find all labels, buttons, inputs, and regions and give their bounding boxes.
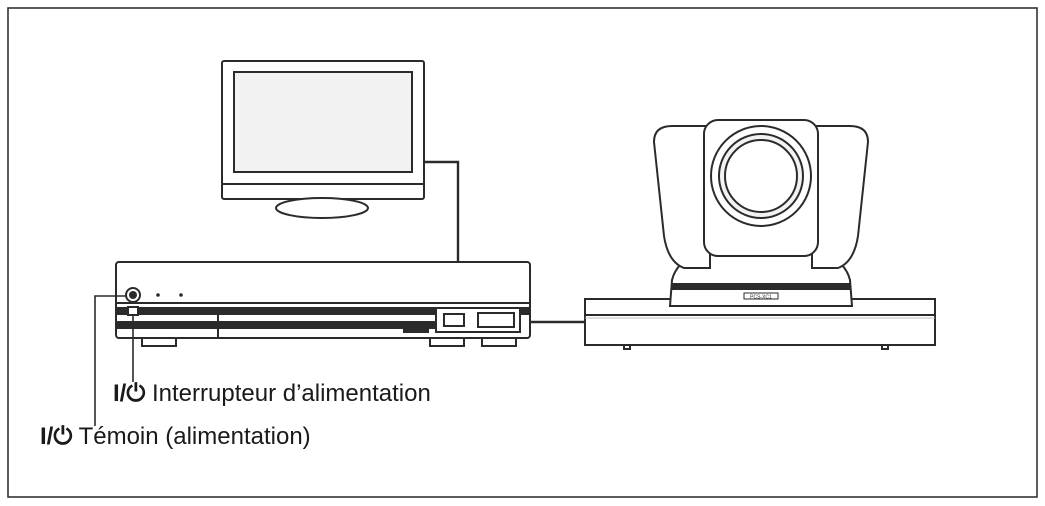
- monitor: [221, 60, 425, 219]
- codec-led-1: [156, 293, 160, 297]
- leader-power-indicator: [94, 295, 126, 426]
- codec-body: [115, 261, 531, 339]
- monitor-cable: [424, 160, 460, 262]
- monitor-stand: [275, 197, 369, 219]
- codec-power-indicator: [127, 306, 139, 316]
- camera-model-text: PCS-XC1: [750, 295, 772, 301]
- codec-port-1: [443, 313, 465, 327]
- codec-front-band-lower: [115, 321, 437, 329]
- callout-power-switch: I/⏻ Interrupteur d’alimentation: [113, 380, 431, 408]
- camera-base-front: [584, 314, 936, 346]
- power-switch-label: Interrupteur d’alimentation: [152, 380, 431, 407]
- camera-foot-right: [881, 344, 889, 350]
- power-icon: I/⏻: [113, 380, 146, 407]
- camera-lens-inner: [724, 139, 798, 213]
- codec-slot: [403, 326, 429, 333]
- camera-yoke-right: [811, 125, 870, 269]
- codec-foot-left: [141, 337, 177, 347]
- camera-foot-left: [623, 344, 631, 350]
- codec-front-band: [115, 307, 531, 315]
- ptz-camera: [584, 119, 936, 350]
- codec-power-button-center: [129, 291, 137, 299]
- codec-foot-middle: [429, 337, 465, 347]
- codec-led-2: [179, 293, 183, 297]
- codec-port-2: [477, 312, 515, 328]
- camera-pedestal-band: [671, 283, 851, 290]
- callout-power-indicator: I/⏻ Témoin (alimentation): [40, 423, 311, 451]
- camera-yoke-left: [652, 125, 711, 269]
- power-icon: I/⏻: [40, 423, 73, 450]
- codec-foot-right: [481, 337, 517, 347]
- diagram-frame: [7, 7, 1038, 498]
- power-indicator-label: Témoin (alimentation): [78, 423, 311, 450]
- monitor-screen: [233, 71, 413, 173]
- power-icon: [125, 287, 141, 303]
- camera-model-plate: [743, 292, 779, 300]
- codec-unit: [115, 261, 531, 347]
